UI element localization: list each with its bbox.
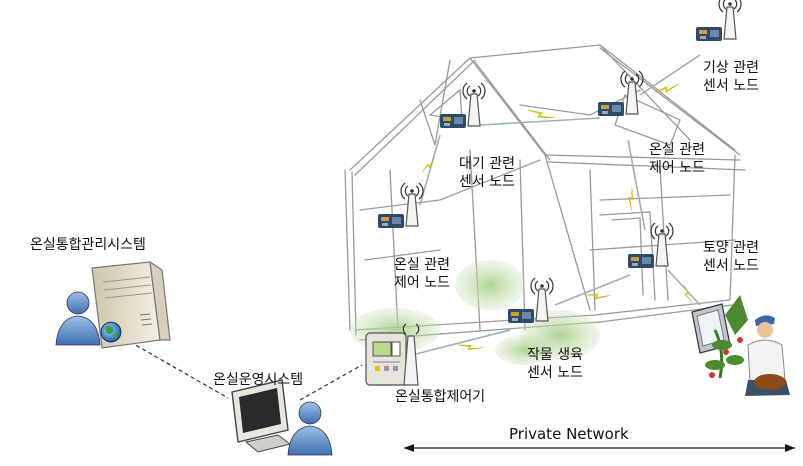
crop-growth-sensor-node-label: 작물 생육 센서 노드 (527, 346, 583, 382)
label-line: 작물 생육 (527, 347, 583, 363)
label-text: Private Network (509, 425, 629, 443)
greenhouse-control-node-label-left: 온실 관련 제어 노드 (394, 256, 450, 292)
management-server-icon (55, 260, 171, 349)
label-line: 센서 노드 (527, 365, 583, 381)
greenhouse-sketch (344, 44, 746, 341)
atmosphere-sensor-node-label: 대기 관련 센서 노드 (459, 155, 515, 191)
bush (455, 260, 525, 310)
integrated-controller-icon (365, 323, 420, 386)
operations-system-label: 온실운영시스템 (213, 371, 303, 389)
private-network-label: Private Network (509, 425, 629, 443)
atmosphere-sensor-node-icon (439, 82, 486, 129)
integrated-controller-label: 온실통합제어기 (395, 388, 485, 406)
farmer-with-tablet-icon (691, 295, 790, 396)
label-text: 온실통합관리시스템 (30, 237, 146, 253)
weather-sensor-node-icon (695, 0, 742, 42)
weather-sensor-node-label: 기상 관련 센서 노드 (703, 59, 759, 95)
bush (495, 335, 555, 365)
wireless-links (411, 54, 701, 356)
private-network-arrow (404, 444, 795, 452)
greenhouse-control-node-label-top: 온실 관련 제어 노드 (649, 141, 705, 177)
operations-pc-icon (231, 379, 333, 456)
label-line: 센서 노드 (459, 174, 515, 190)
label-line: 센서 노드 (703, 258, 759, 274)
label-line: 토양 관련 (703, 240, 759, 256)
label-line: 온실 관련 (394, 257, 450, 273)
label-line: 센서 노드 (703, 78, 759, 94)
soil-sensor-node-label: 토양 관련 센서 노드 (703, 239, 759, 275)
label-line: 기상 관련 (703, 60, 759, 76)
label-text: 온실운영시스템 (213, 372, 304, 388)
label-line: 대기 관련 (459, 156, 515, 172)
greenhouse-control-node-icon (597, 70, 644, 117)
label-line: 온실 관련 (649, 142, 705, 158)
label-line: 제어 노드 (649, 160, 705, 176)
label-line: 제어 노드 (394, 275, 450, 291)
label-text: 온실통합제어기 (395, 389, 486, 405)
wired-links (117, 334, 363, 401)
management-system-label: 온실통합관리시스템 (30, 236, 146, 254)
